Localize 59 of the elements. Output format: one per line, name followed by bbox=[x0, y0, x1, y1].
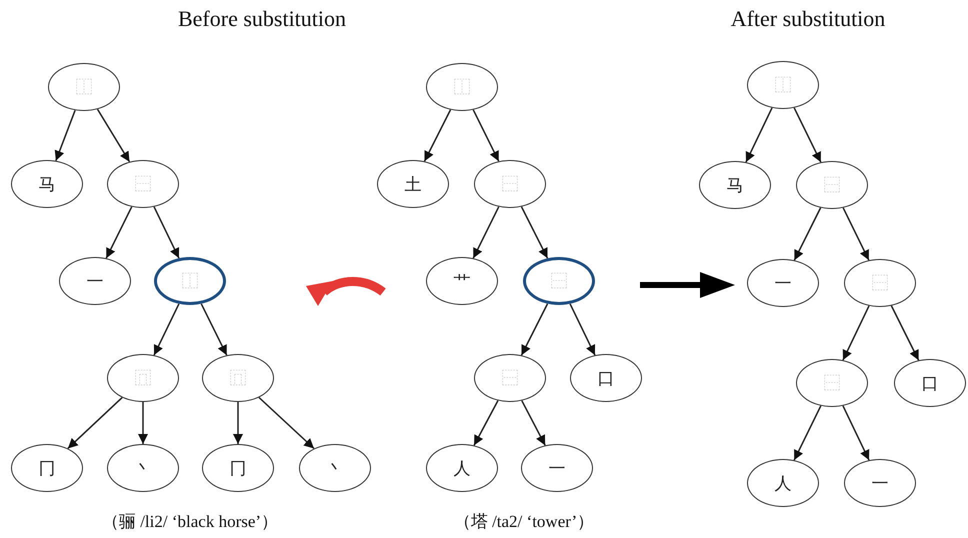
highlighted-tree-node: ⿱ bbox=[523, 257, 595, 305]
tree-node: 马 bbox=[699, 161, 771, 209]
tree-node: 丶 bbox=[299, 444, 371, 492]
arrow bbox=[233, 402, 243, 444]
arrow bbox=[794, 107, 822, 163]
heading: After substitution bbox=[730, 6, 886, 32]
tree-node: ⿰ bbox=[747, 61, 819, 109]
tree-node: 马 bbox=[11, 160, 83, 208]
tree-node: ⿰ bbox=[48, 63, 120, 111]
tree-node: ⿱ bbox=[844, 259, 916, 307]
tree-node: 人 bbox=[747, 459, 819, 507]
tree-node: 人 bbox=[426, 444, 498, 492]
arrow bbox=[794, 207, 822, 261]
arrow bbox=[569, 304, 596, 356]
arrow bbox=[842, 207, 870, 261]
arrow bbox=[106, 206, 132, 259]
tree-node: 一 bbox=[844, 459, 916, 507]
arrow bbox=[745, 108, 773, 162]
tree-node: 一 bbox=[521, 444, 593, 492]
caption: （塔 /ta2/ ‘tower’） bbox=[454, 511, 594, 533]
arrow bbox=[473, 400, 499, 446]
tree-node: 一 bbox=[59, 257, 131, 305]
tree-node: 冂 bbox=[202, 444, 274, 492]
arrow bbox=[153, 206, 180, 258]
tree-node: ⿱ bbox=[474, 160, 546, 208]
arrow bbox=[153, 304, 180, 356]
tree-node: ⿰ bbox=[426, 63, 498, 111]
tree-node: 土 bbox=[377, 160, 449, 208]
tree-node: ⿵ bbox=[107, 354, 179, 402]
arrow bbox=[472, 109, 500, 162]
tree-node: 冂 bbox=[11, 444, 83, 492]
arrow bbox=[890, 305, 920, 361]
arrow bbox=[54, 110, 76, 161]
arrow bbox=[521, 400, 546, 446]
tree-node: ⿱ bbox=[474, 354, 546, 402]
tree-node: 丶 bbox=[107, 444, 179, 492]
caption: （骊 /li2/ ‘black horse’） bbox=[102, 511, 278, 533]
tree-node: ⿵ bbox=[202, 354, 274, 402]
arrow bbox=[138, 402, 148, 444]
arrow bbox=[258, 396, 314, 450]
heading: Before substitution bbox=[178, 6, 346, 32]
tree-node: 一 bbox=[747, 259, 819, 307]
arrow bbox=[96, 108, 130, 162]
arrow bbox=[842, 306, 870, 360]
tree-node: ⿱ bbox=[796, 359, 868, 407]
arrow bbox=[424, 109, 452, 162]
arrow bbox=[842, 406, 870, 460]
arrow bbox=[520, 206, 548, 259]
tree-node: 艹 bbox=[426, 257, 498, 305]
tree-node: 口 bbox=[570, 354, 642, 402]
arrow bbox=[472, 206, 500, 259]
arrow bbox=[794, 405, 822, 461]
tree-node: ⿱ bbox=[107, 160, 179, 208]
tree-node: ⿱ bbox=[796, 161, 868, 209]
highlighted-tree-node: ⿰ bbox=[154, 257, 226, 305]
arrow bbox=[520, 303, 548, 356]
arrow bbox=[200, 303, 228, 356]
tree-node: 口 bbox=[894, 359, 966, 407]
arrow bbox=[67, 397, 123, 449]
